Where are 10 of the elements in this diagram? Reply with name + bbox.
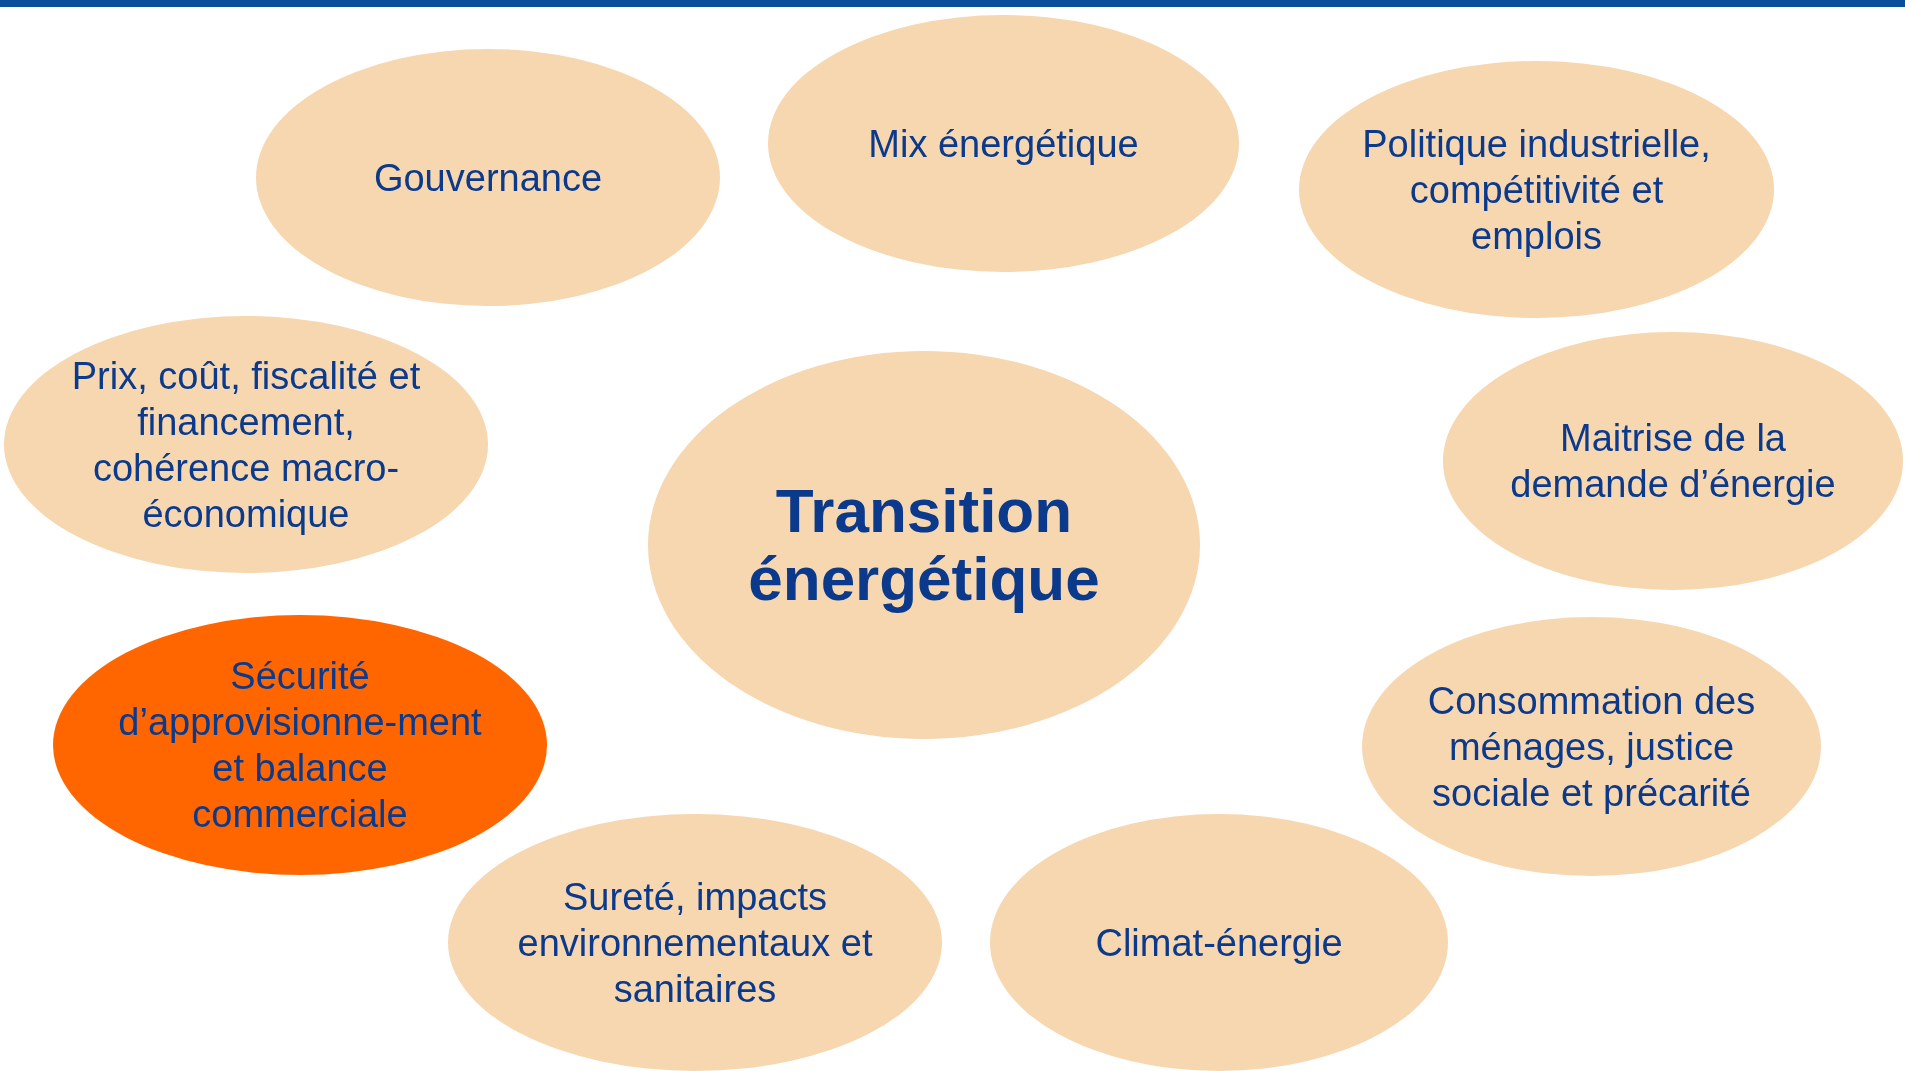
topic-label: Politique industrielle, compétitivité et emplois (1361, 121, 1712, 259)
topic-label: Consommation des ménages, justice sociale et précarité (1426, 678, 1757, 816)
central-topic-label: Transition énergétique (747, 477, 1101, 613)
topic-label: Prix, coût, fiscalité et financement, cohérence macro-économique (70, 353, 422, 537)
topic-label: Climat-énergie (1095, 920, 1343, 966)
topic-label: Gouvernance (373, 155, 603, 201)
topic-label: Sécurité d’approvisionne-ment et balance commerciale (117, 654, 483, 837)
topic-label: Sureté, impacts environnementaux et sanitaires (516, 874, 874, 1012)
topic-label: Maitrise de la demande d’énergie (1509, 416, 1837, 507)
topic-label: Mix énergétique (868, 121, 1139, 167)
